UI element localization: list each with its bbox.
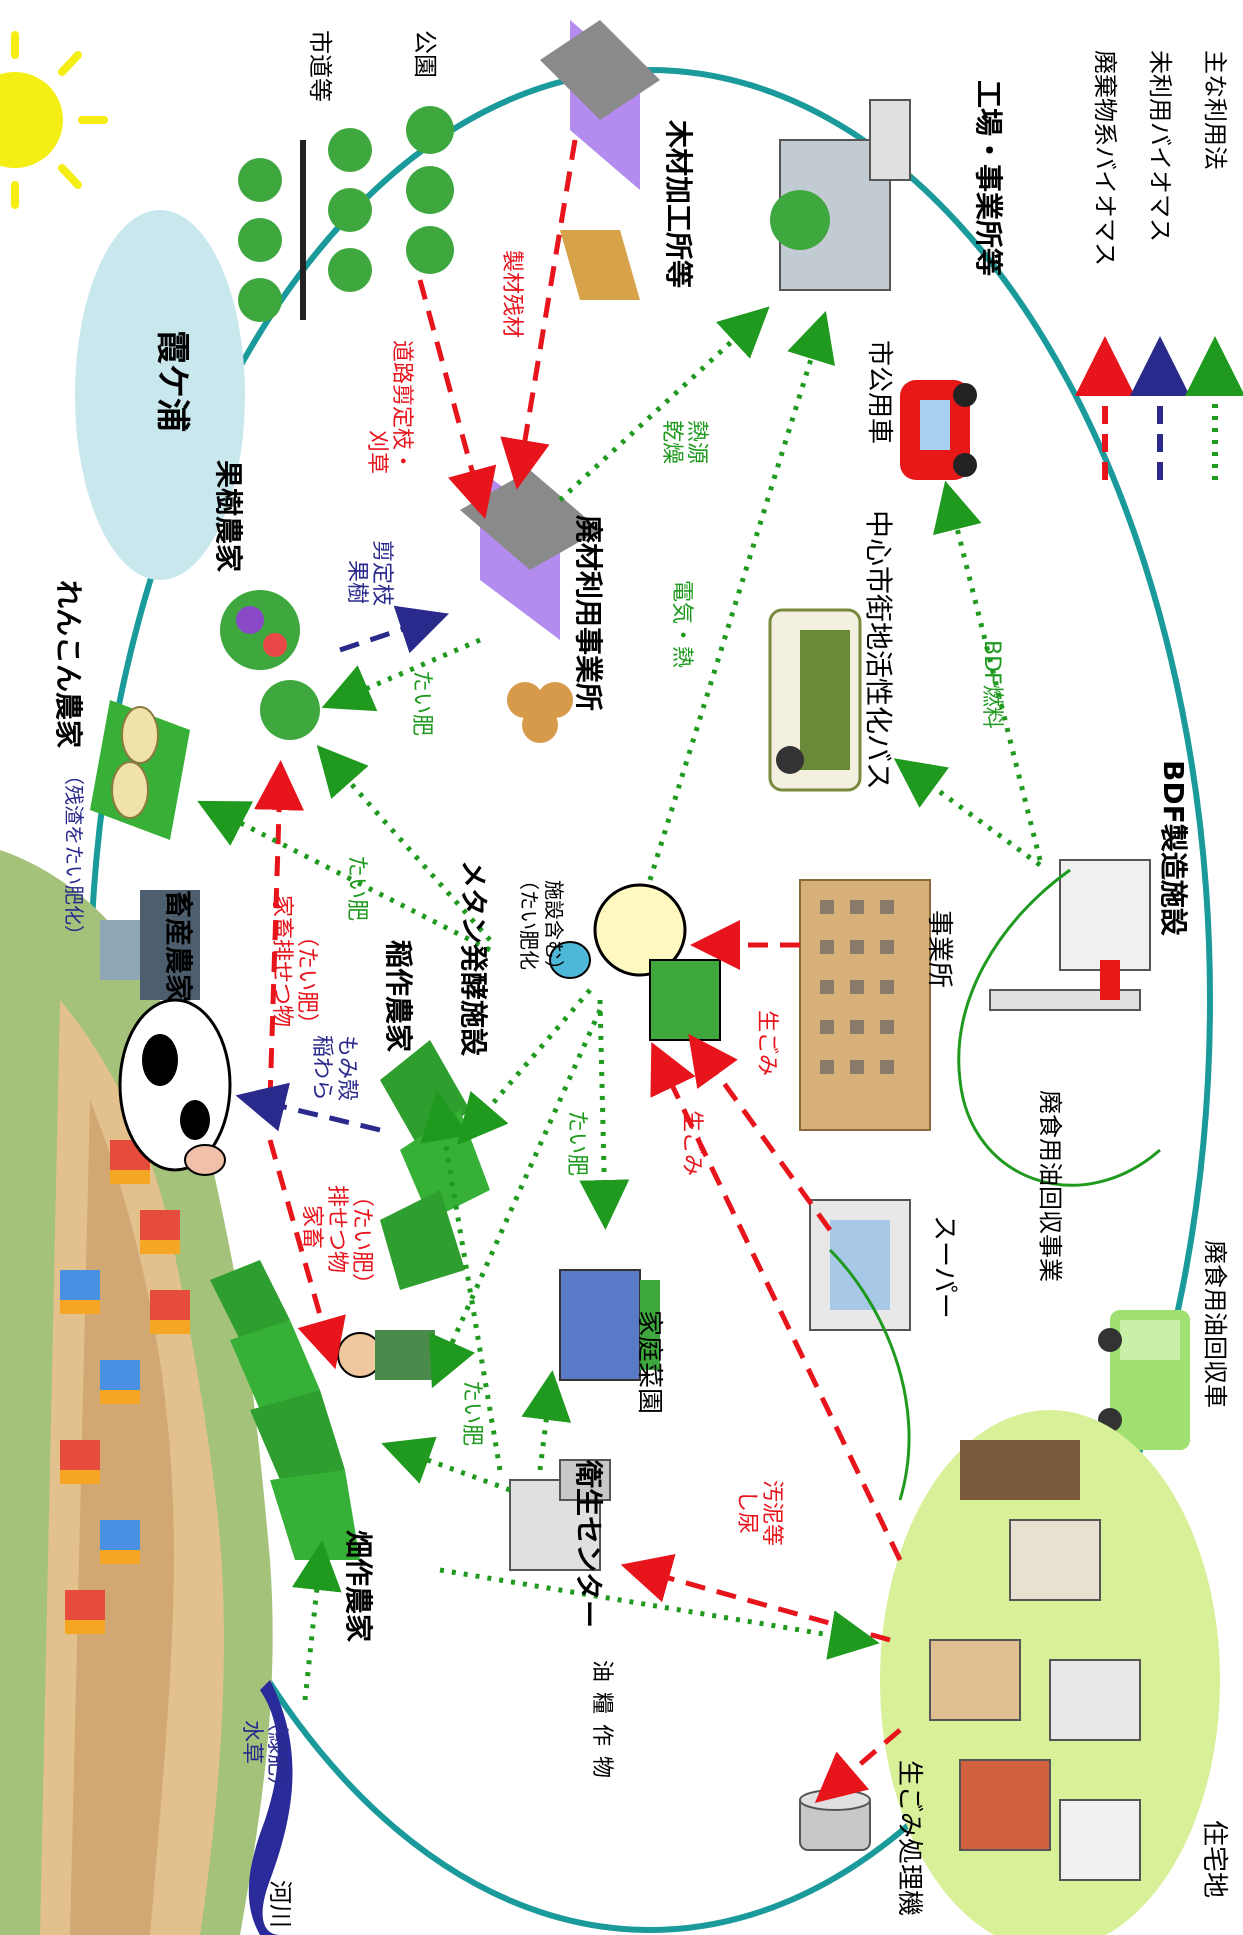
bdf-plant-icon: [989, 859, 1151, 1011]
residential-area-icon: [880, 1410, 1220, 1935]
flow-compost-renkon: たい肥: [344, 855, 369, 922]
lake-icon: [75, 210, 245, 580]
label-methane-note2: 施設含む）: [542, 880, 566, 980]
flow-food-waste2: 生ごみ: [679, 1110, 704, 1177]
label-waste-wood: 廃材利用事業所: [572, 515, 605, 712]
label-field: 畑作農家: [342, 1530, 375, 1643]
office-building-icon: [799, 879, 931, 1131]
cow-icon: [118, 998, 232, 1176]
sun-icon: [0, 31, 108, 209]
label-park: 公園: [411, 30, 439, 78]
label-methane: メタン発酵施設: [457, 860, 490, 1057]
flow-manure2: （たい肥）: [294, 925, 319, 1036]
flow-food-waste1: 生ごみ: [754, 1010, 779, 1077]
label-river: 河川: [266, 1880, 294, 1928]
use-arrows: [197, 306, 1043, 1701]
label-residential: 住宅地: [1199, 1820, 1229, 1899]
legend-use: 主な利用法: [1201, 50, 1229, 170]
flow-dry-heat2: 熱源: [684, 420, 709, 465]
label-bus: 中心市街地活性化バス: [862, 510, 895, 791]
label-city-roads: 市道等: [306, 30, 334, 102]
label-lumber: 木材加工所等: [662, 120, 695, 289]
label-fruit: 果樹農家: [212, 460, 245, 573]
barn-icon: [100, 890, 200, 1000]
legend-unused: 未利用バイオマス: [1146, 50, 1174, 242]
flow-manure-field3: （たい肥）: [349, 1185, 374, 1296]
label-garden: 家庭菜園: [634, 1310, 664, 1415]
legend-lines: [1075, 336, 1243, 480]
rice-paddy-icon: [380, 1040, 490, 1290]
label-livestock: 畜産農家: [162, 890, 195, 1003]
label-oil-truck: 廃食用油回収車: [1201, 1240, 1229, 1408]
flow-water-weed2: （緑肥）: [264, 1710, 289, 1799]
bus-icon: [768, 608, 862, 792]
flow-sludge2: 汚泥等: [759, 1480, 784, 1547]
flow-compost-sanit: たい肥: [459, 1380, 484, 1447]
car-icon: [900, 380, 977, 480]
label-city-car: 市公用車: [864, 340, 894, 445]
label-garbage-machine: 生ごみ処理機: [894, 1760, 924, 1917]
flow-fruit-prune2: 剪定枝: [369, 540, 394, 607]
label-bdf: BDF製造施設: [1157, 760, 1190, 936]
trees-icon: [238, 106, 454, 322]
flow-compost-fruit: たい肥: [409, 670, 434, 737]
tank-icon: [549, 883, 721, 1041]
label-office: 事業所: [924, 910, 954, 989]
garden-icon: [559, 1269, 660, 1381]
label-oil-collect-biz: 廃食用油回収事業: [1036, 1090, 1064, 1282]
label-kasumigaura: 霞ケ浦: [152, 330, 192, 432]
label-factory: 工場・事業所等: [972, 80, 1005, 277]
field-terraces-icon: [210, 1260, 360, 1560]
flow-lumber-waste: 製材残材: [499, 250, 524, 339]
flow-road-prune2: 刈草: [364, 430, 389, 475]
sanitation-center-icon: [509, 1459, 611, 1571]
lumber-mill-icon: [540, 20, 660, 300]
flow-compost-methane: たい肥: [564, 1110, 589, 1177]
bin-icon: [799, 1789, 871, 1851]
label-supermarket: スーパー: [929, 1215, 959, 1319]
flow-oil-crops: 油糧作物: [589, 1660, 614, 1789]
label-renkon-note: （残渣をたい肥化）: [62, 765, 86, 945]
legend-waste: 廃棄物系バイオマス: [1091, 50, 1119, 266]
label-renkon: れんこん農家: [52, 580, 85, 749]
label-rice: 稲作農家: [382, 940, 415, 1053]
label-sanitation: 衛生センター: [572, 1460, 605, 1629]
farmer-icon: [337, 1330, 435, 1380]
truck-icon: [1098, 1310, 1190, 1450]
factory-icon: [770, 99, 911, 291]
fruit-orchard-icon: [220, 590, 320, 740]
flow-elec-heat: 電気・熱: [669, 580, 694, 669]
unused-arrows: [235, 605, 449, 1133]
flow-straw2: もみ殻: [334, 1035, 359, 1102]
flow-bdf-fuel: BDF燃料: [979, 640, 1004, 729]
